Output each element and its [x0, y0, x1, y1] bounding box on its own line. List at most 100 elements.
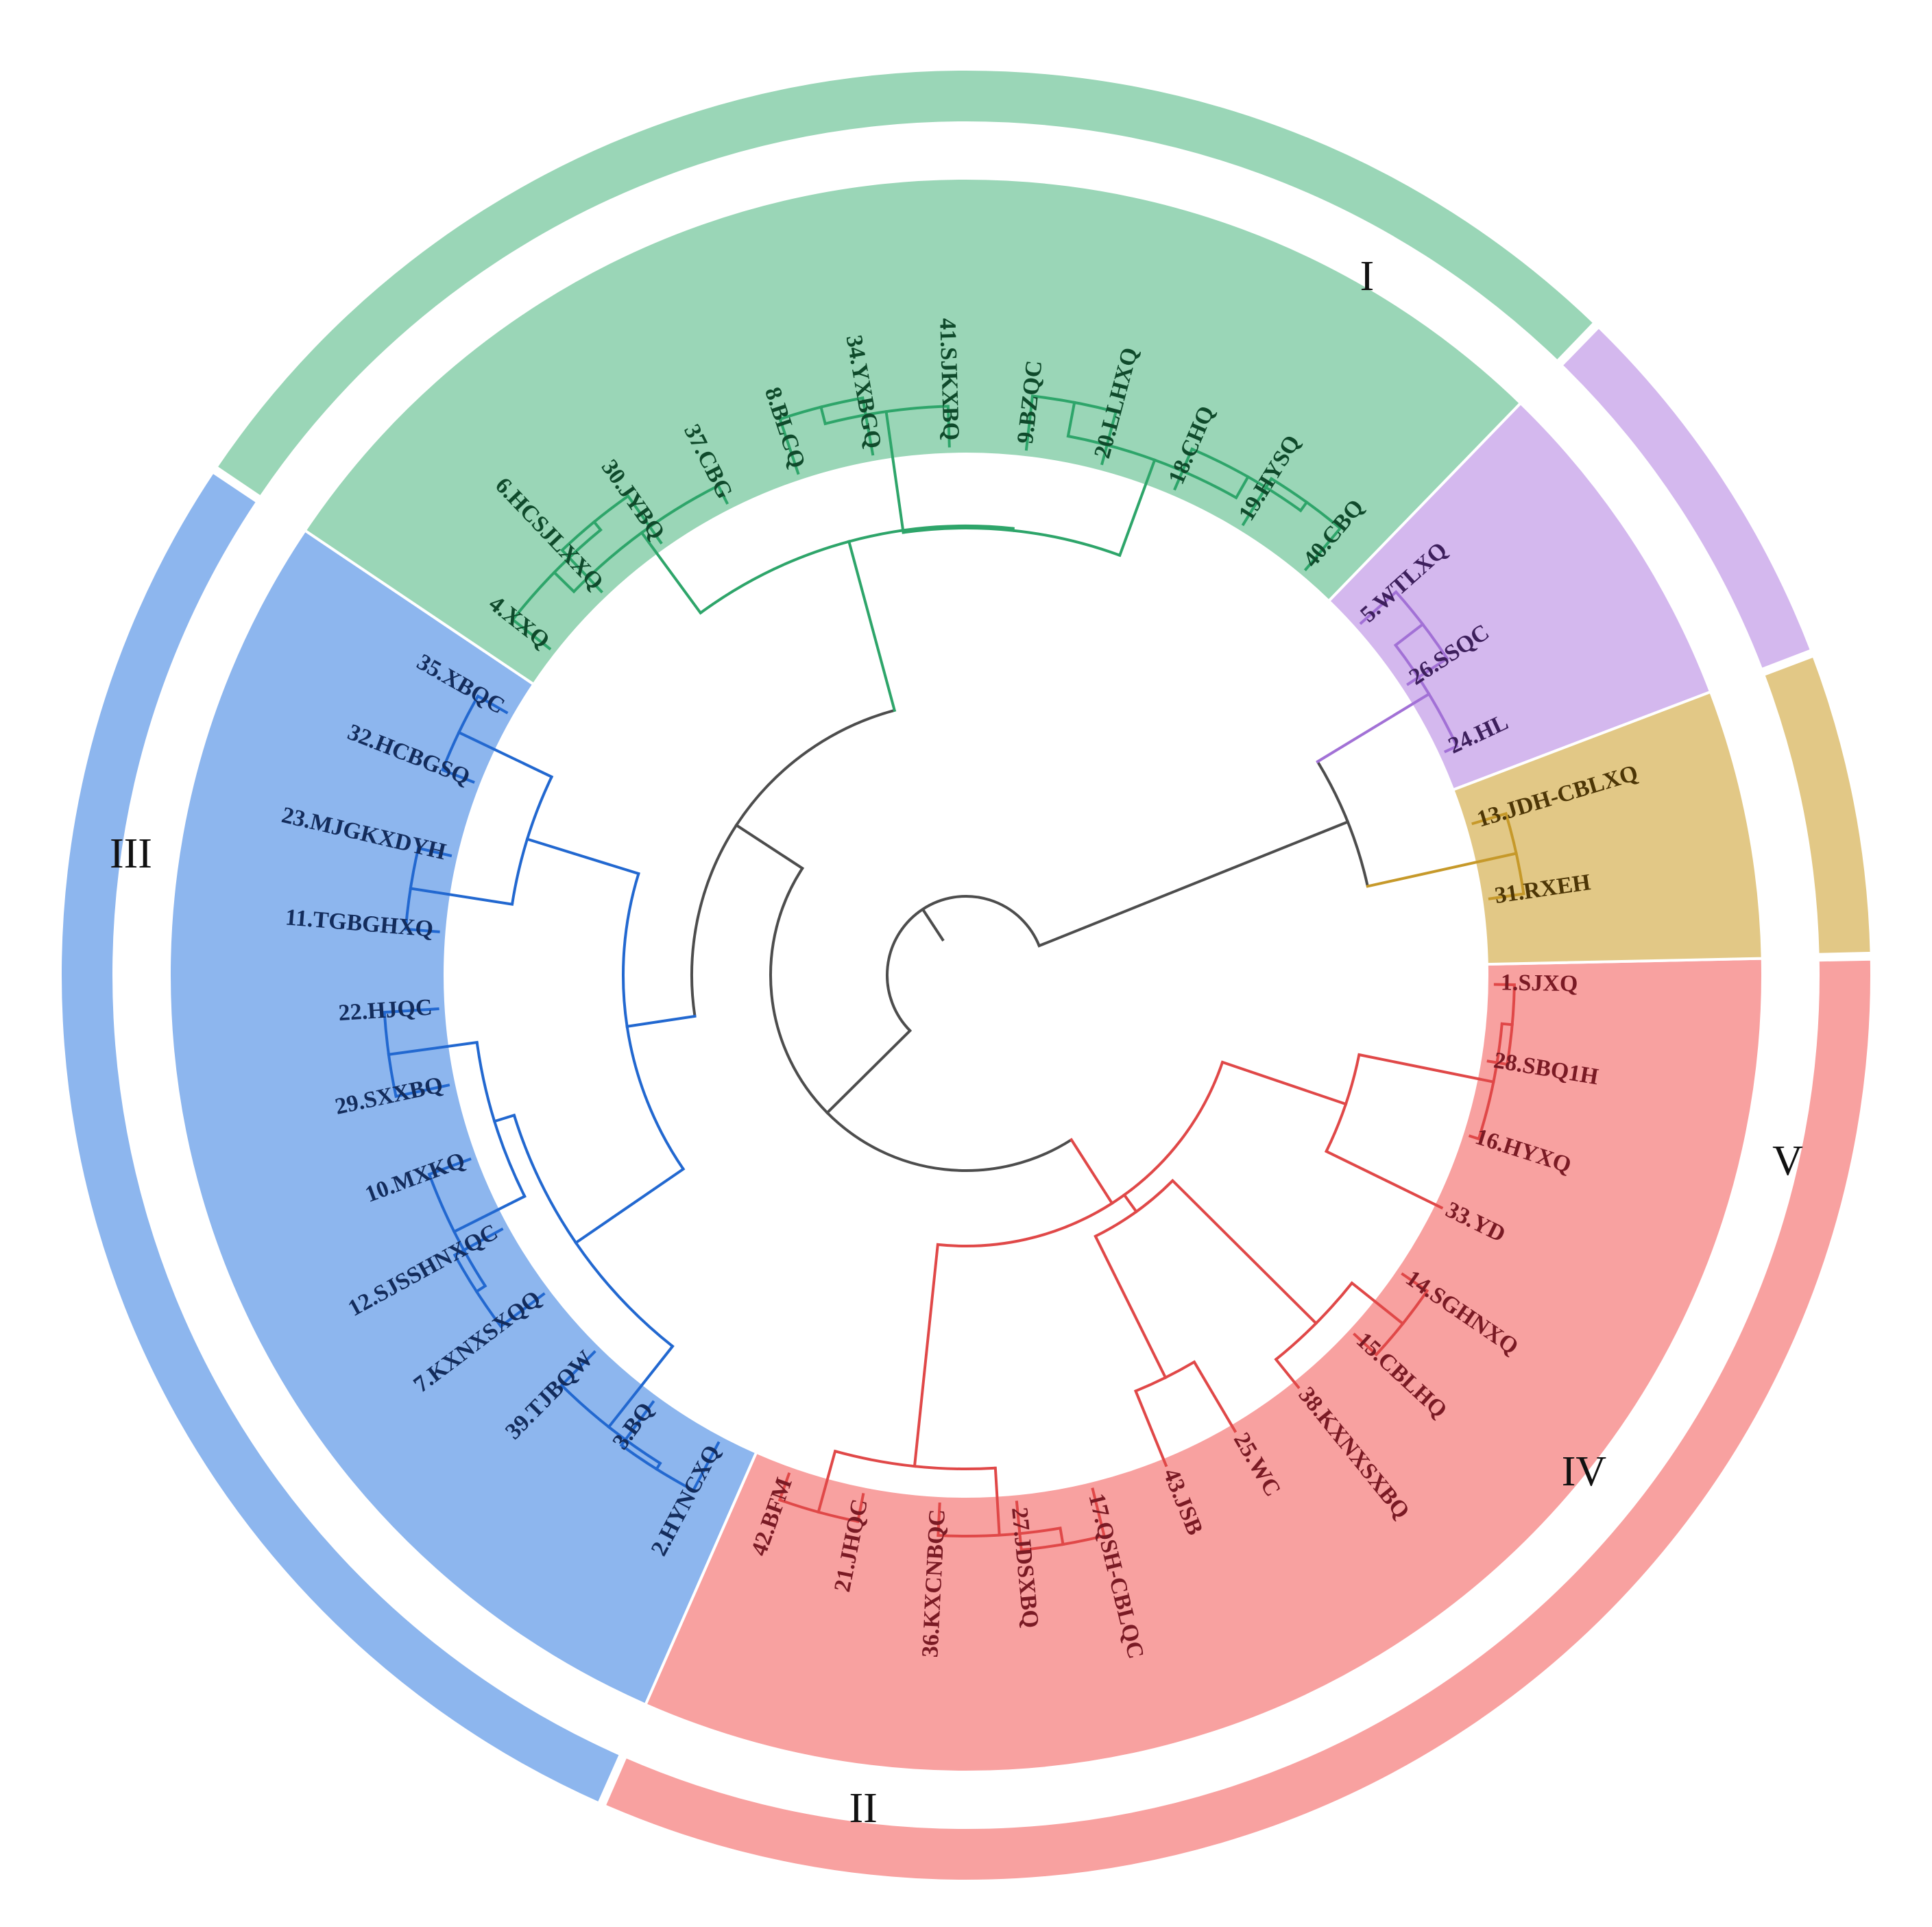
cluster-label-I: I	[1360, 253, 1375, 300]
branch-radial	[452, 1194, 527, 1234]
branch-radial	[825, 1029, 913, 1115]
branch-radial	[1500, 1022, 1514, 1027]
tree-branches	[383, 394, 1525, 1552]
branch-radial	[1094, 1234, 1168, 1380]
branch-arc	[622, 873, 685, 1170]
leaf-branch	[1274, 1357, 1301, 1389]
leaf-branch	[404, 927, 440, 933]
branch-radial	[387, 1040, 479, 1056]
branch-radial	[1037, 819, 1350, 948]
branch-radial	[474, 1284, 487, 1294]
leaf-branch	[861, 396, 875, 456]
branch-radial	[993, 1466, 1001, 1537]
leaf-branch	[937, 1502, 941, 1537]
branch-arc	[1477, 1023, 1504, 1140]
leaf-branch	[1406, 656, 1449, 686]
branch-radial	[1220, 1060, 1348, 1106]
branch-arc	[475, 1042, 527, 1197]
branch-arc	[1394, 644, 1458, 747]
branch-radial	[1069, 1138, 1114, 1206]
leaf-branch	[777, 1472, 791, 1502]
branch-radial	[1366, 852, 1518, 888]
branch-radial	[592, 520, 603, 532]
branch-radial	[913, 1243, 940, 1468]
branch-radial	[1350, 1281, 1405, 1326]
branch-arc	[690, 708, 895, 1017]
branch-arc	[1021, 1534, 1105, 1552]
cluster-outer-ring	[57, 67, 1874, 1884]
branch-radial	[525, 837, 640, 876]
leaf-branch	[1444, 744, 1459, 754]
inner-disc	[445, 454, 1487, 1496]
ring-segment-IV	[1557, 323, 1815, 673]
root-branch	[921, 908, 945, 942]
leaf-branch	[452, 1228, 504, 1257]
leaf-branch	[856, 1492, 865, 1523]
leaf-branch	[1192, 1360, 1237, 1433]
branch-arc	[938, 1527, 1061, 1537]
leaf-branch	[394, 1084, 450, 1099]
leaf-branch	[440, 768, 475, 784]
leaf-branch	[716, 483, 729, 505]
branch-radial	[1234, 475, 1251, 500]
branch-radial	[552, 570, 576, 594]
branch-arc	[383, 1012, 398, 1097]
leaf-branch	[626, 494, 663, 544]
branch-arc	[453, 1254, 503, 1328]
branch-radial	[1170, 1178, 1318, 1326]
leaf-branch	[1353, 1332, 1379, 1357]
branch-arc	[937, 1062, 1224, 1247]
branch-arc	[1032, 394, 1117, 414]
leaf-branch	[1173, 447, 1194, 491]
branch-arc	[441, 695, 479, 771]
branch-arc	[1504, 813, 1525, 894]
leaf-label: 1.SJXQ	[1501, 970, 1578, 996]
branch-arc	[511, 529, 602, 621]
cluster-label-V: V	[1772, 1138, 1803, 1184]
branch-arc	[769, 867, 1072, 1172]
branch-arc	[1316, 761, 1369, 887]
branch-arc	[779, 1498, 858, 1523]
branch-radial	[1118, 458, 1157, 558]
branch-arc	[1506, 984, 1516, 1065]
branch-arc	[513, 1114, 674, 1348]
leaf-branch	[1015, 1500, 1023, 1552]
branch-radial	[1316, 692, 1432, 764]
branch-arc	[1325, 1054, 1361, 1152]
leaf-branch	[691, 1441, 721, 1492]
leaf-branch	[1133, 1389, 1168, 1468]
branch-radial	[409, 887, 514, 906]
branch-radial	[607, 1344, 675, 1429]
branch-arc	[1275, 1282, 1353, 1361]
leaf-branch	[1488, 892, 1525, 900]
leaf-branch	[427, 1157, 472, 1176]
branch-arc	[1375, 1290, 1429, 1356]
leaf-branch	[1303, 526, 1342, 571]
branch-radial	[1299, 500, 1309, 513]
branch-radial	[625, 1014, 697, 1029]
leaf-branch	[1359, 590, 1398, 625]
leaf-branch	[778, 417, 800, 475]
branch-radial	[1393, 622, 1425, 647]
branch-arc	[511, 776, 553, 905]
branch-arc	[903, 527, 1120, 557]
branch-arc	[1135, 1361, 1195, 1393]
leaf-branch	[619, 1400, 655, 1448]
cluster-label-III: III	[110, 830, 152, 877]
branch-arc	[428, 1173, 487, 1287]
branch-radial	[884, 409, 905, 534]
ring-segment-III	[57, 468, 625, 1807]
branch-radial	[819, 405, 828, 426]
leaf-branch	[1468, 1134, 1481, 1141]
branch-radial	[817, 1449, 837, 1514]
branch-arc	[1094, 1180, 1174, 1238]
leaf-branch	[416, 846, 452, 858]
leaf-branch	[1471, 811, 1508, 826]
leaf-branch	[560, 548, 603, 594]
branch-arc	[1394, 590, 1449, 660]
branch-radial	[1357, 1053, 1495, 1084]
leaf-branch	[476, 694, 509, 715]
branch-radial	[1122, 1193, 1139, 1214]
